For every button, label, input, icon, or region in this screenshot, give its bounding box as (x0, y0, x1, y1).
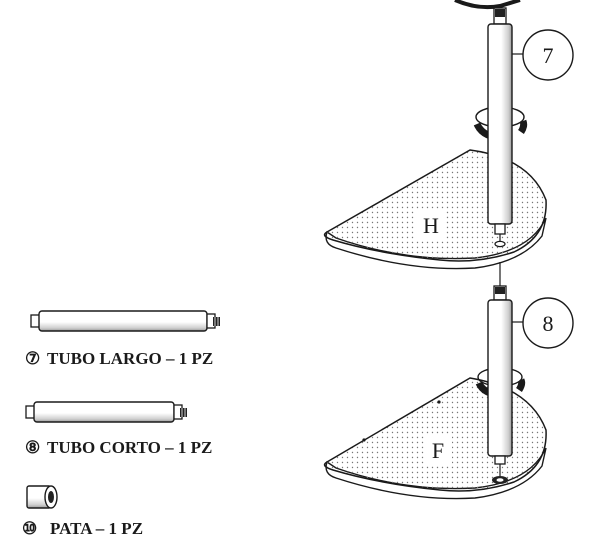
part-number-7: ⑦ (25, 349, 40, 368)
board-h: H (323, 149, 547, 270)
foot-part-illustration (26, 485, 58, 509)
board-h-letter: H (423, 213, 439, 238)
callout-8-number: 8 (543, 311, 554, 336)
top-board-edge (454, 0, 521, 10)
callout-7-number: 7 (543, 43, 554, 68)
parts-list: ⑦ TUBO LARGO – 1 PZ ⑧ TUBO CORTO – 1 PZ … (22, 310, 220, 538)
part-number-8: ⑧ (25, 438, 40, 457)
callout-7: 7 (512, 29, 574, 81)
assembly-view: H 7 (323, 0, 574, 500)
part-label-long-tube: TUBO LARGO – 1 PZ (47, 349, 213, 368)
board-f-letter: F (432, 438, 444, 463)
board-f: F (323, 377, 547, 500)
lower-tube-8 (487, 285, 513, 476)
callout-8: 8 (512, 297, 574, 349)
long-tube-part-illustration (30, 310, 220, 332)
part-label-foot: PATA – 1 PZ (50, 519, 143, 538)
part-label-short-tube: TUBO CORTO – 1 PZ (47, 438, 212, 457)
short-tube-part-illustration (25, 401, 187, 423)
upper-tube-7 (487, 7, 513, 235)
part-number-10: ⑩ (22, 519, 37, 538)
